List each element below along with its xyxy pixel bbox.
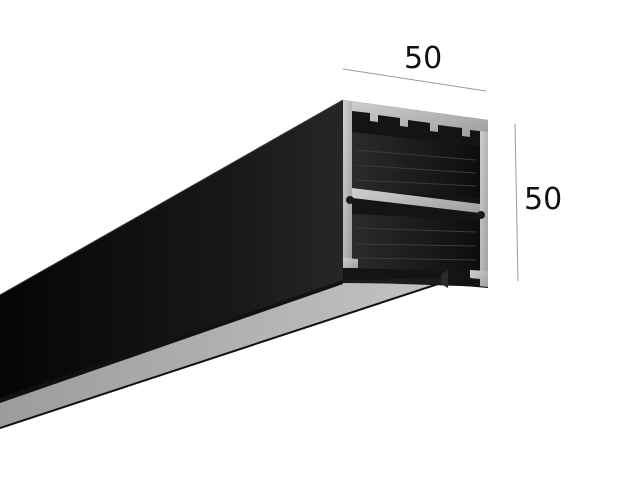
height-dimension-label: 50 [524, 182, 563, 217]
width-dimension-label: 50 [404, 41, 443, 76]
profile-top-edge [0, 99, 344, 296]
profile-side-face [0, 100, 343, 400]
width-dimension-line [342, 68, 487, 92]
profile-cross-section [343, 100, 488, 288]
height-dimension-line [514, 123, 519, 282]
profile-bottom-lip [0, 280, 343, 403]
